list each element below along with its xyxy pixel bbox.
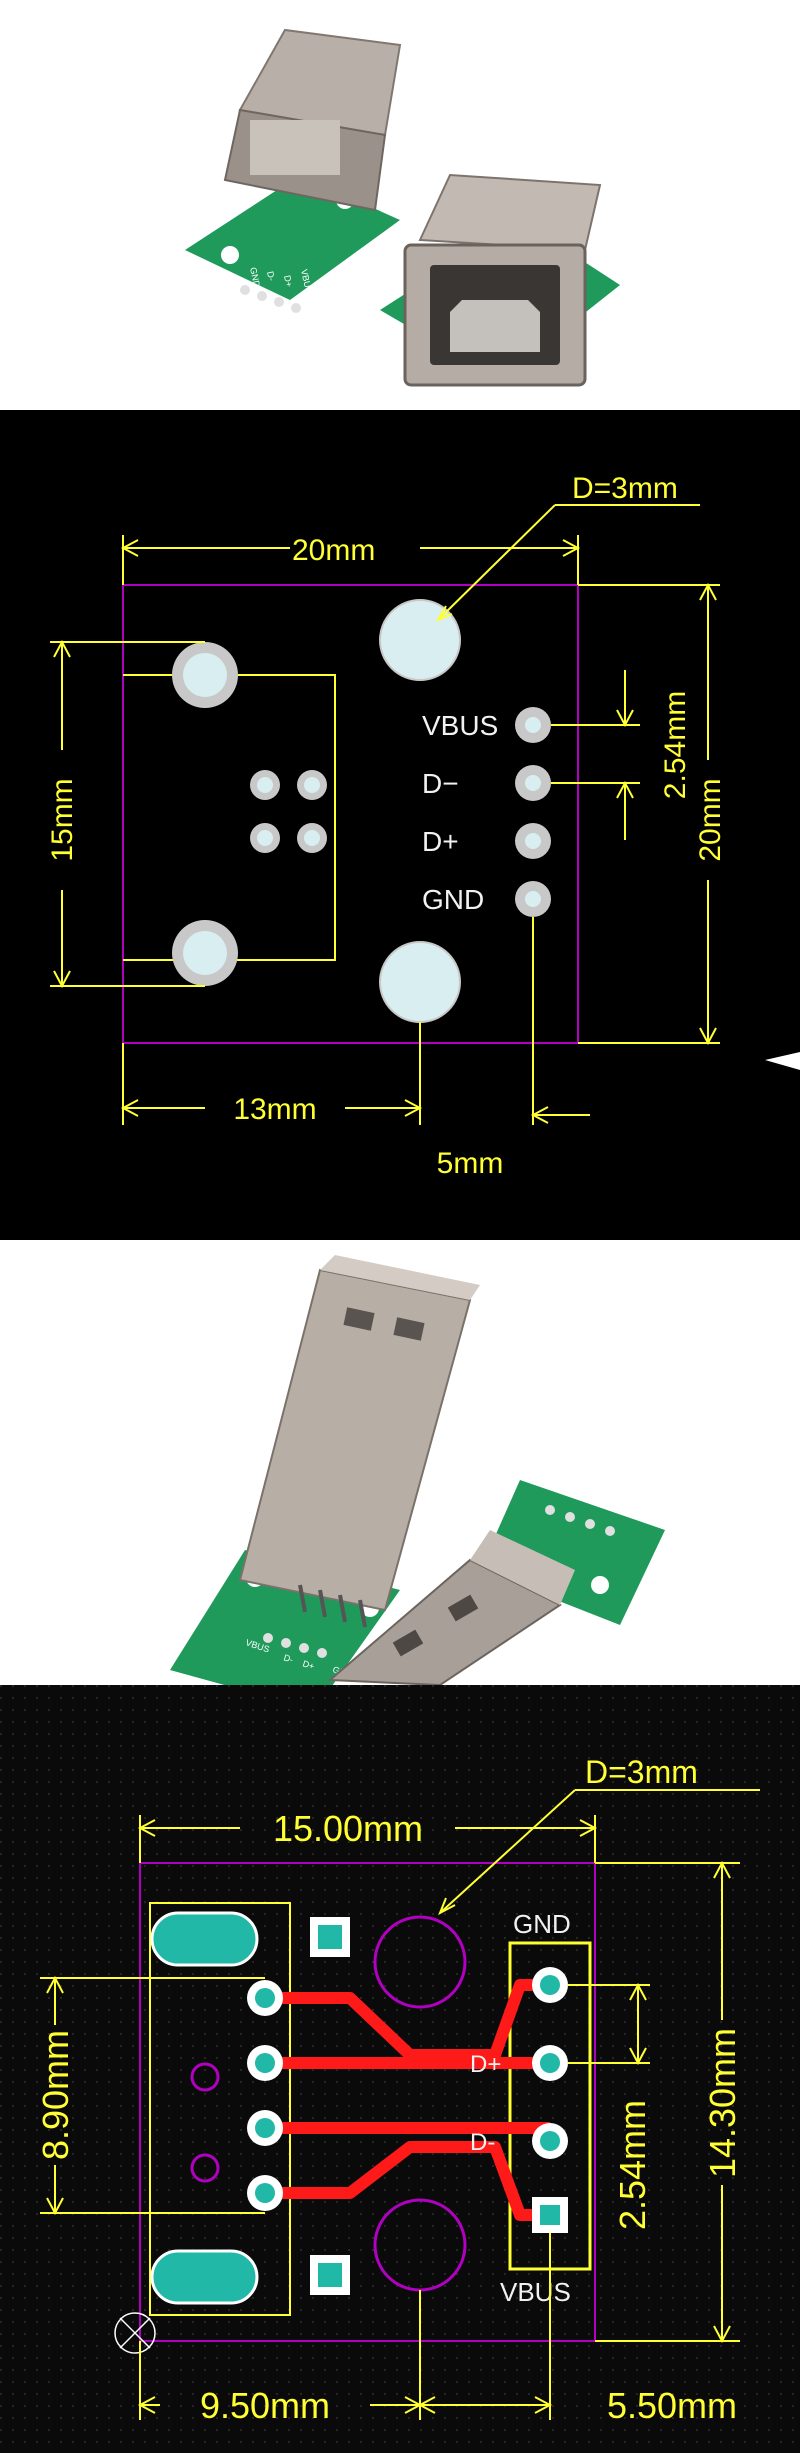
- pcb-board-right: [480, 1480, 665, 1625]
- right-height-dimension-label: 20mm: [694, 778, 727, 861]
- connector-pin-pads: [247, 1980, 283, 2211]
- connector-outline: [123, 674, 336, 961]
- shell-pad: [150, 1911, 259, 1967]
- usb-a-pins: [298, 1584, 367, 1628]
- pin-label-vbus: VBUS: [422, 710, 498, 741]
- pin-label-dminus: D−: [422, 768, 459, 799]
- photo-usb-b-breakout: GND D- D+ VBUS: [0, 0, 800, 410]
- usb-a-window: [393, 1317, 425, 1341]
- hole-diameter-label: D=3mm: [585, 1754, 698, 1790]
- offset-dimension-label: 13mm: [233, 1093, 316, 1126]
- silk-label: D-: [282, 1652, 294, 1664]
- silk-label: D+: [282, 274, 294, 288]
- shell-pad: [150, 2249, 259, 2305]
- pin-label-gnd: GND: [422, 884, 484, 915]
- hole-diameter-label: D=3mm: [572, 472, 678, 505]
- diagram-usb-a-dimensions: GND D+ D- VBUS: [0, 1685, 800, 2453]
- origin-marker-icon: [114, 2312, 156, 2354]
- pitch-dimension-label: 2.54mm: [659, 691, 692, 799]
- edge-dimension-label: 5mm: [437, 1147, 504, 1180]
- pitch-dimension-label: 2.54mm: [612, 2100, 653, 2230]
- usb-b-footprint-drawing: VBUS D− D+ GND: [46, 472, 800, 1180]
- left-height-dimension-label: 8.90mm: [35, 2030, 76, 2160]
- usb-a-footprint-drawing: GND D+ D- VBUS: [0, 1685, 800, 2453]
- pin-label-dplus: D+: [422, 826, 459, 857]
- width-dimension-label: 20mm: [292, 534, 375, 567]
- mount-hole-icon: [379, 599, 461, 681]
- usb-b-housing-front: [418, 173, 602, 252]
- usb-b-photo-illustration: GND D- D+ VBUS: [185, 28, 620, 387]
- locating-hole-icon: [190, 2153, 220, 2183]
- header-pins: [515, 707, 551, 917]
- mount-hole: [221, 246, 239, 264]
- pin-pad: [291, 303, 301, 313]
- silk-label: D+: [301, 1658, 315, 1671]
- pin-label-dplus: D+: [470, 2051, 501, 2078]
- dimension-lines: [50, 504, 720, 1125]
- pin-pads-right: [545, 1505, 615, 1536]
- pin-label-dminus: D-: [470, 2129, 495, 2156]
- silk-label: D-: [265, 270, 277, 281]
- right-height-dimension-label: 14.30mm: [702, 2028, 743, 2178]
- pin-label-vbus: VBUS: [500, 2277, 571, 2307]
- pin-pad: [257, 291, 267, 301]
- edge-marker: [765, 1052, 800, 1070]
- mount-hole: [591, 1576, 609, 1594]
- copper-traces: [265, 1979, 550, 2221]
- usb-a-window: [392, 1629, 424, 1657]
- left-height-dimension-label: 15mm: [46, 778, 79, 861]
- dimension-lines: [40, 1789, 760, 2420]
- mount-hole-icon: [373, 1915, 467, 2009]
- board-outline: [122, 584, 579, 1044]
- header-pins: [532, 1967, 568, 2233]
- usb-a-photo-illustration: VBUS D- D+ GND: [170, 1255, 665, 1685]
- locating-hole-icon: [190, 2062, 220, 2092]
- photo-usb-a-breakout: VBUS D- D+ GND: [0, 1240, 800, 1685]
- pin-pad: [240, 285, 250, 295]
- board-outline: [139, 1862, 596, 2342]
- pin-pads-left: [263, 1633, 327, 1658]
- mount-hole-icon: [379, 941, 461, 1023]
- connector-pin-pads: [250, 770, 327, 853]
- pin-label-gnd: GND: [513, 1909, 571, 1939]
- silk-label: GND: [248, 266, 262, 288]
- connector-outline: [149, 1902, 291, 2316]
- offset-dimension-label: 9.50mm: [200, 2385, 330, 2426]
- silk-label: VBUS: [299, 268, 314, 294]
- pin-pad: [274, 297, 284, 307]
- edge-dimension-label: 5.50mm: [607, 2385, 737, 2426]
- usb-a-window: [447, 1594, 479, 1622]
- usb-a-window: [343, 1307, 375, 1331]
- usb-b-tongue: [450, 300, 540, 352]
- silk-labels-back: GND: [248, 266, 262, 288]
- width-dimension-label: 15.00mm: [273, 1808, 423, 1849]
- diagram-usb-b-dimensions: VBUS D− D+ GND: [0, 410, 800, 1240]
